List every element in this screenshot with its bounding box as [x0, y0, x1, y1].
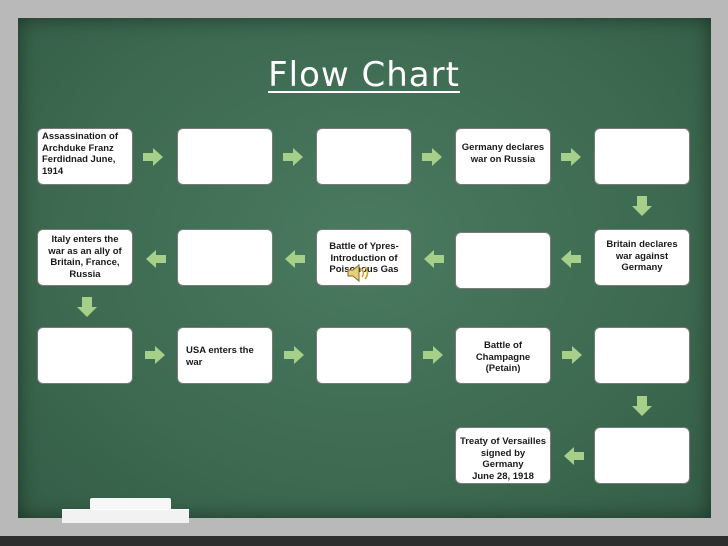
speaker-icon[interactable]: [346, 262, 374, 284]
arrow-left-icon: [285, 250, 305, 268]
arrow-left-icon: [146, 250, 166, 268]
arrow-right-icon: [561, 148, 581, 166]
box-empty-8: [594, 327, 690, 384]
arrow-right-icon: [423, 346, 443, 364]
box-empty-4: [455, 232, 551, 289]
arrow-down-icon: [632, 396, 652, 416]
slide-title: Flow Chart: [268, 55, 460, 95]
arrow-left-icon: [564, 447, 584, 465]
arrow-left-icon: [561, 250, 581, 268]
arrow-right-icon: [143, 148, 163, 166]
box-empty-3: [594, 128, 690, 185]
chalk-tray: [62, 509, 189, 523]
box-empty-6: [37, 327, 133, 384]
box-empty-9: [594, 427, 690, 484]
arrow-right-icon: [145, 346, 165, 364]
arrow-down-icon: [77, 297, 97, 317]
arrow-right-icon: [284, 346, 304, 364]
box-empty-2: [316, 128, 412, 185]
arrow-left-icon: [424, 250, 444, 268]
arrow-down-icon: [632, 196, 652, 216]
arrow-right-icon: [562, 346, 582, 364]
arrow-right-icon: [422, 148, 442, 166]
chalkboard-eraser: [90, 498, 171, 510]
box-empty-1: [177, 128, 273, 185]
arrow-right-icon: [283, 148, 303, 166]
box-empty-7: [316, 327, 412, 384]
box-empty-5: [177, 229, 273, 286]
